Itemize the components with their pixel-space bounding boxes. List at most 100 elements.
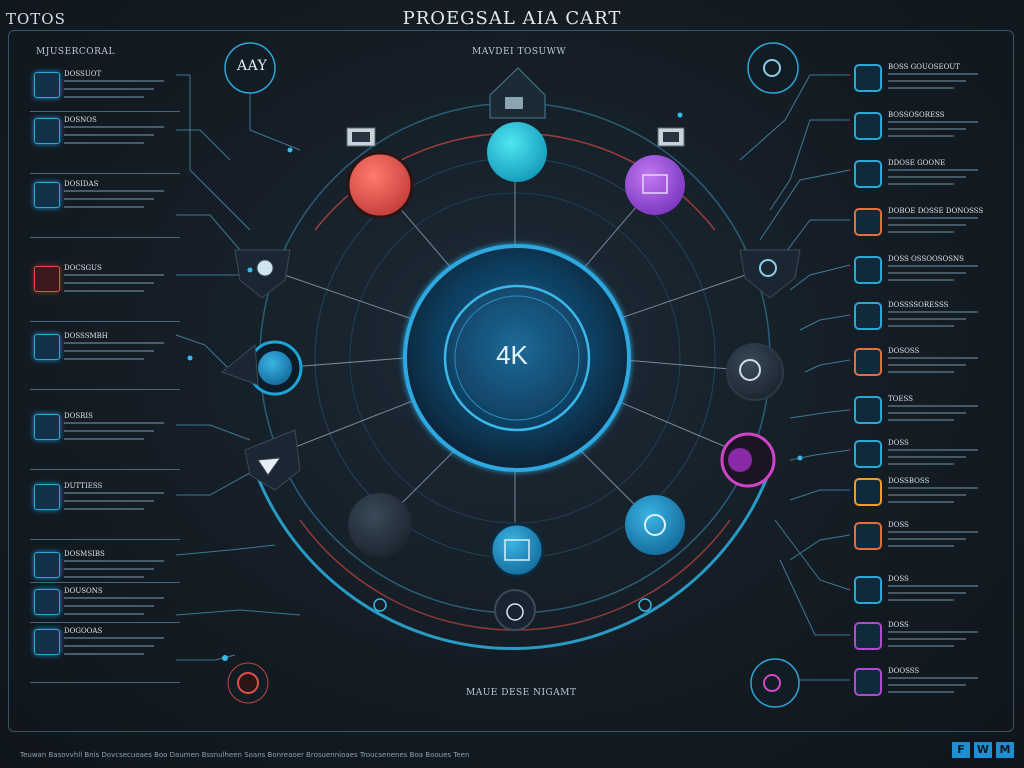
- text-line: [64, 653, 144, 655]
- text-line: [64, 126, 164, 128]
- text-line: [64, 96, 144, 98]
- left-panel-item: DUTTIESS: [30, 480, 180, 540]
- right-panel-item-title: DOSOSS: [888, 347, 920, 355]
- footer-icons: F W M: [952, 742, 1014, 758]
- panel-icon: [34, 629, 60, 655]
- panel-icon: [854, 440, 882, 468]
- panel-icon: [854, 112, 882, 140]
- left-panel-item: DOSNOS: [30, 114, 180, 174]
- panel-icon: [854, 256, 882, 284]
- panel-icon: [34, 589, 60, 615]
- footer-icon-2: W: [974, 742, 992, 758]
- panel-icon: [854, 478, 882, 506]
- text-line: [64, 508, 144, 510]
- text-line: [888, 463, 954, 465]
- text-line: [888, 501, 954, 503]
- bottom-left-ring-node: [227, 662, 269, 704]
- text-line: [64, 613, 144, 615]
- shield-left-lower: [244, 429, 301, 491]
- text-line: [888, 265, 978, 267]
- right-panel-item: DOSS: [850, 439, 990, 480]
- left-panel-item-title: DOSNOS: [64, 116, 97, 124]
- left-panel-item: DOSRIS: [30, 410, 180, 470]
- text-line: [888, 677, 978, 679]
- orbit-node-bottom-right: [625, 495, 685, 555]
- panel-icon: [34, 334, 60, 360]
- panel-icon: [34, 72, 60, 98]
- text-line: [888, 272, 966, 274]
- footer-text: Teuwan Basovvhll Bnis Dovcsecuoaes Boo D…: [20, 751, 470, 759]
- text-line: [888, 87, 954, 89]
- central-hub: [403, 244, 631, 472]
- left-panel-item: DOSSUOT: [30, 68, 180, 112]
- text-line: [64, 645, 154, 647]
- text-line: [64, 142, 144, 144]
- divider: [30, 469, 180, 470]
- text-line: [64, 500, 154, 502]
- footer-icon-1: F: [952, 742, 970, 758]
- top-left-ring-node: [224, 42, 276, 94]
- text-line: [64, 637, 164, 639]
- left-panel-item-title: DOSRIS: [64, 412, 93, 420]
- right-panel-item: DOSSBOSS: [850, 477, 990, 518]
- left-panel-item-title: DOGOOAS: [64, 627, 103, 635]
- text-line: [888, 531, 978, 533]
- left-panel-item-title: DOSSSMBH: [64, 332, 108, 340]
- text-line: [888, 631, 978, 633]
- text-line: [64, 206, 144, 208]
- right-panel-item-title: DOSSBOSS: [888, 477, 930, 485]
- text-line: [888, 449, 978, 451]
- left-panel-item-title: DOSIDAS: [64, 180, 99, 188]
- divider: [30, 237, 180, 238]
- right-panel-item: DOSSSSORESSS: [850, 301, 990, 342]
- top-left-node-label: AAY: [237, 58, 268, 74]
- bottom-right-ring-node: [750, 658, 800, 708]
- right-panel-item: TOESS: [850, 395, 990, 436]
- text-line: [888, 128, 966, 130]
- text-line: [888, 585, 978, 587]
- panel-icon: [854, 160, 882, 188]
- panel-icon: [854, 302, 882, 330]
- right-panel-item: DOSS OSSOOSOSNS: [850, 255, 990, 296]
- text-line: [64, 350, 154, 352]
- right-panel-item: DOSS: [850, 575, 990, 616]
- left-panel-item-title: DOSSUOT: [64, 70, 102, 78]
- orbit-node-magenta: [720, 432, 776, 488]
- text-line: [888, 412, 966, 414]
- text-line: [888, 638, 966, 640]
- panel-icon: [854, 208, 882, 236]
- text-line: [64, 605, 154, 607]
- divider: [30, 582, 180, 583]
- left-panel-item: DOUSONS: [30, 585, 180, 623]
- text-line: [64, 342, 164, 344]
- right-panel-item-title: DOSS OSSOOSOSNS: [888, 255, 964, 263]
- right-panel-item: DOSS: [850, 521, 990, 562]
- right-panel-item: BOSS GOUOSEOUT: [850, 63, 990, 104]
- orbit-node-bottom-left: [348, 493, 412, 557]
- panel-icon: [34, 182, 60, 208]
- text-line: [888, 599, 954, 601]
- text-line: [888, 494, 966, 496]
- text-line: [888, 121, 978, 123]
- left-panel-item: DOGOOAS: [30, 625, 180, 683]
- monitor-icon-right: [657, 127, 685, 147]
- text-line: [64, 597, 164, 599]
- text-line: [64, 282, 154, 284]
- text-line: [888, 311, 978, 313]
- orbit-node-purple: [625, 155, 685, 215]
- text-line: [64, 198, 154, 200]
- text-line: [888, 217, 978, 219]
- orbit-node-cyan: [487, 122, 547, 182]
- shield-left-mid: [221, 344, 259, 386]
- text-line: [64, 422, 164, 424]
- text-line: [888, 231, 954, 233]
- text-line: [888, 456, 966, 458]
- text-line: [888, 80, 966, 82]
- top-right-ring-node: [747, 42, 799, 94]
- top-center-label: MAVDEI TOSUWW: [472, 47, 567, 57]
- right-panel-item: DDOSE GOONE: [850, 159, 990, 200]
- right-panel-item-title: DOSS: [888, 439, 909, 447]
- right-panel-item-title: DOBOE DOSSE DONOSSS: [888, 207, 984, 215]
- divider: [30, 389, 180, 390]
- left-panel-item-title: DOCSGUS: [64, 264, 102, 272]
